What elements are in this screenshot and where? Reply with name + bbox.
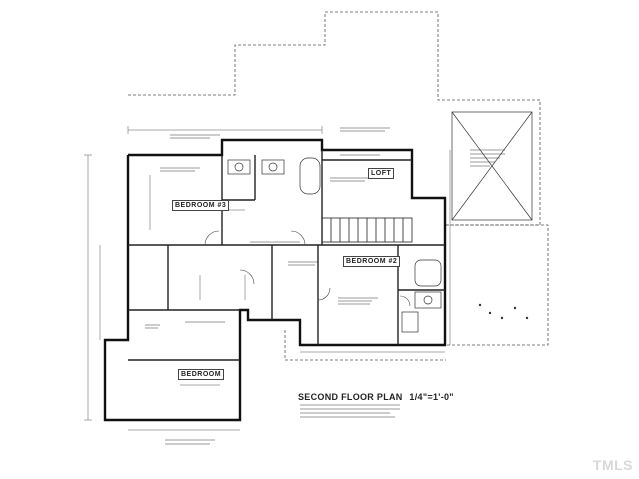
tmls-watermark: TMLS [592, 457, 633, 473]
room-label-loft: LOFT [368, 168, 395, 179]
attic-box [451, 111, 533, 221]
plan-scale-text: 1/4"=1'-0" [409, 392, 454, 402]
ridge-markers [478, 303, 529, 320]
plan-title: SECOND FLOOR PLAN 1/4"=1'-0" [298, 392, 454, 402]
room-label-bedroom-3: BEDROOM #3 [172, 200, 230, 211]
room-label-bedroom-lower: BEDROOM [178, 369, 225, 380]
exterior-walls [103, 138, 447, 422]
door-swings [204, 230, 411, 307]
plan-title-text: SECOND FLOOR PLAN [298, 392, 403, 402]
fixtures [227, 157, 442, 333]
interior-walls [128, 150, 445, 361]
room-label-bedroom-2: BEDROOM #2 [343, 256, 401, 267]
roof-outline-dashed [128, 11, 549, 361]
stairs [321, 217, 413, 243]
text-leader-lines [145, 127, 505, 445]
dimension-lines [84, 126, 451, 431]
